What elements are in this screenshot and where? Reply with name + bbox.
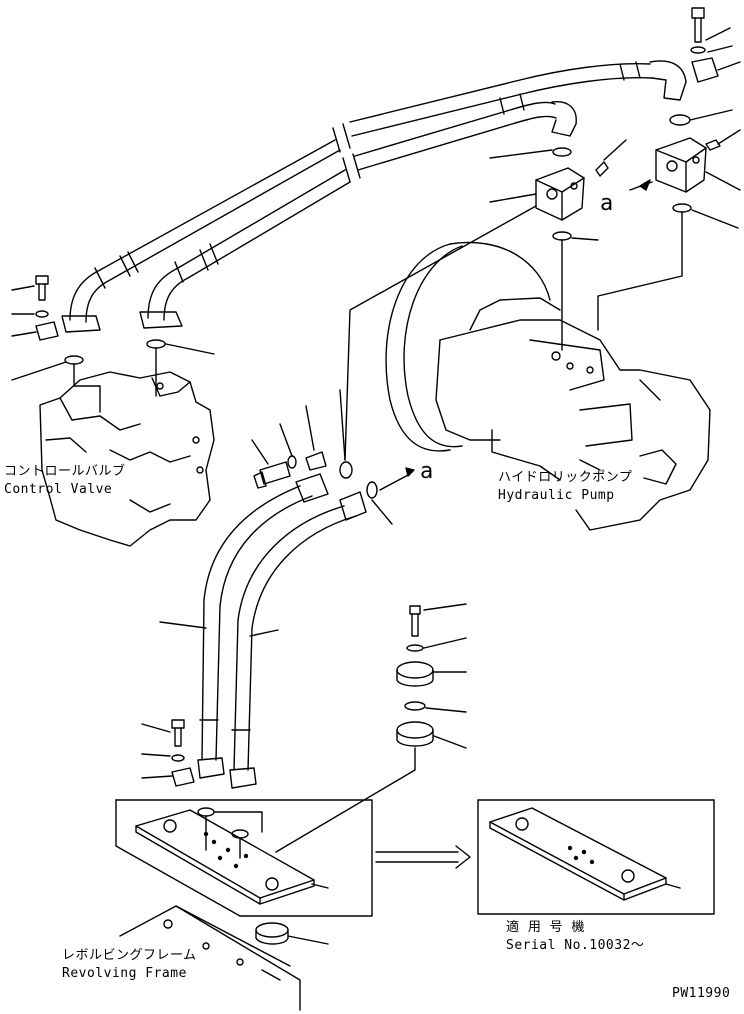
pump-port-block-left: [344, 139, 627, 461]
ref-a-upper: a: [600, 191, 614, 216]
left-bolt-stack: [11, 275, 59, 341]
revolving-frame-label-en: Revolving Frame: [62, 966, 187, 981]
control-valve-label-en: Control Valve: [4, 482, 113, 497]
bracket-detail-right: [477, 799, 715, 915]
upper-hose-pair: [61, 60, 687, 333]
lower-left-bolt-stack: [141, 719, 195, 787]
control-valve-body: [11, 339, 215, 547]
hydraulic-pump-label-jp: ハイドロリックポンプ: [498, 470, 633, 485]
drawing-id: PW11990: [672, 986, 731, 1001]
mid-bolt-assembly: [251, 389, 415, 525]
bracket-detail-left: [115, 799, 373, 945]
hydraulic-pump-body: [385, 241, 711, 531]
lower-hose-pair: [159, 473, 367, 789]
hydraulic-pump-label-en: Hydraulic Pump: [498, 488, 615, 503]
revolving-frame-label-jp: レボルビングフレーム: [62, 948, 197, 963]
serial-label-jp: 適 用 号 機: [506, 920, 585, 935]
control-valve-label-jp: コントロールバルブ: [4, 464, 126, 479]
detail-arrow: [375, 845, 471, 869]
ref-a-lower: a: [420, 459, 434, 484]
revolving-frame: [119, 905, 301, 1011]
pump-port-block-right: [597, 129, 741, 331]
top-bolt-assembly: [669, 7, 741, 126]
mount-stack: [275, 603, 467, 853]
serial-label-en: Serial No.10032〜: [506, 938, 645, 953]
